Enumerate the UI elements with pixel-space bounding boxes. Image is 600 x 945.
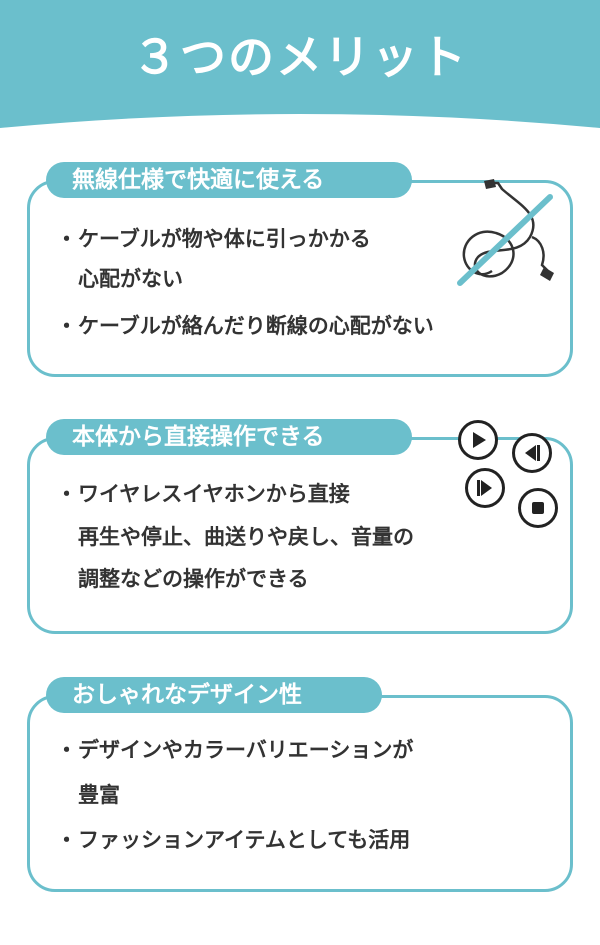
bullet-item: ・ファッションアイテムとしても活用 [56, 824, 410, 856]
play-icon [458, 420, 498, 460]
bullet-text-continued: 心配がない [78, 267, 183, 291]
section-card-wireless [27, 180, 573, 377]
bullet-text-continued: 豊富 [78, 783, 120, 807]
bullet-text-continued: 調整などの操作ができる [78, 567, 309, 591]
section-heading-wireless: 無線仕様で快適に使える [46, 162, 412, 198]
bullet-text: ワイヤレスイヤホンから直接 [78, 482, 350, 506]
bullet-item: ・ケーブルが物や体に引っかかる [56, 223, 371, 255]
bullet-item: ・ワイヤレスイヤホンから直接 [56, 478, 350, 510]
bullet-text: ケーブルが物や体に引っかかる [78, 227, 371, 251]
bullet-text-continued: 再生や停止、曲送りや戻し、音量の [78, 525, 414, 549]
bullet-item: ・ケーブルが絡んだり断線の心配がない [56, 310, 434, 342]
bullet-dot: ・ [56, 828, 77, 852]
bullet-text: ファッションアイテムとしても活用 [78, 828, 411, 852]
bullet-dot: ・ [56, 482, 77, 506]
section-card-design [27, 695, 573, 892]
stop-icon [518, 488, 558, 528]
crossed-out-cable-icon [457, 179, 554, 286]
bullet-text: ケーブルが絡んだり断線の心配がない [78, 314, 434, 338]
header-banner: ３つのメリット [0, 0, 600, 145]
page-title: ３つのメリット [132, 30, 468, 84]
bullet-dot: ・ [56, 314, 77, 338]
next-icon [465, 468, 505, 508]
bullet-item: ・デザインやカラーバリエーションが [56, 734, 413, 766]
bullet-text: デザインやカラーバリエーションが [78, 738, 414, 762]
bullet-dot: ・ [56, 227, 77, 251]
header-background [0, 0, 600, 128]
previous-icon [512, 433, 552, 473]
section-heading-design: おしゃれなデザイン性 [46, 677, 382, 713]
section-heading-direct-control: 本体から直接操作できる [46, 419, 412, 455]
bullet-dot: ・ [56, 738, 77, 762]
